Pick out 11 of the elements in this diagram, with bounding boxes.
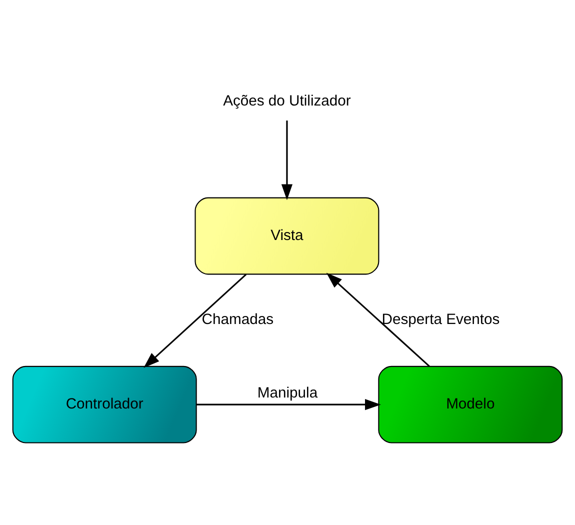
node-text: Ações do Utilizador <box>223 93 351 110</box>
edge-label: Desperta Eventos <box>382 312 500 328</box>
arrow <box>144 274 247 368</box>
arrow <box>281 120 293 200</box>
node-box: Vista <box>194 197 380 275</box>
node-box: Controlador <box>12 366 197 444</box>
edge-label: Manipula <box>257 385 318 402</box>
arrow <box>196 399 381 410</box>
arrow <box>326 272 430 367</box>
edge-label: Chamadas <box>202 312 274 328</box>
node-box: Modelo <box>378 366 563 444</box>
